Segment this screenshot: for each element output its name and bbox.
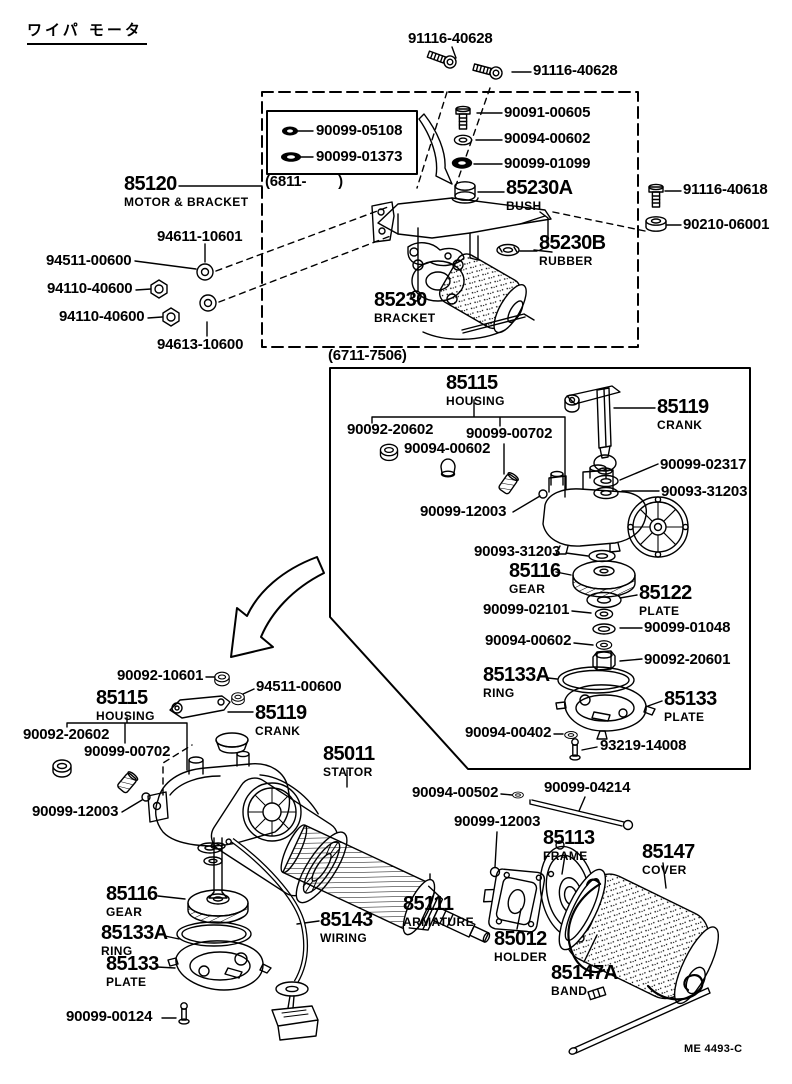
part-label-90094-00502: 90094-00502 [412,784,499,801]
bolt-icon-90091-00605 [455,105,471,130]
part-label-90094-00602-mid2: 90094-00602 [485,632,572,649]
part-label-94110-40600-2: 94110-40600 [59,308,145,325]
part-label-90094-00602-top: 90094-00602 [504,130,591,147]
part-label-90094-00402: 90094-00402 [465,724,552,741]
construction-dashed-lines [162,87,646,796]
part-label-94110-40600-1: 94110-40600 [47,280,133,297]
bush-icon-85230A [451,181,479,204]
leader-lines-top [134,46,682,337]
nut-icon-90210-06001 [645,216,667,232]
nut-icon-94110-40600-2 [162,307,180,327]
range-label-6811: (6811- ) [265,173,343,190]
part-label-90093-31203-2: 90093-31203 [474,543,561,560]
part-label-90099-01099: 90099-01099 [504,155,591,172]
wiring-drawing [230,837,319,1041]
rubber-icon-85230B [496,243,520,257]
part-label-90099-12003-mid: 90099-12003 [420,503,507,520]
part-label-94613-10600: 94613-10600 [157,336,244,353]
part-label-94511-00600-bot: 94511-00600 [256,678,342,695]
part-label-90092-10601: 90092-10601 [117,667,204,684]
part-label-90099-00702-mid: 90099-00702 [466,425,553,442]
part-label-90210-06001: 90210-06001 [683,216,770,233]
page-title: ワイパ モータ [27,20,147,45]
part-label-90099-01048: 90099-01048 [644,619,731,636]
part-label-90099-01373: 90099-01373 [316,148,403,165]
top-dashed-box [261,91,639,348]
part-label-91116-40628-1: 91116-40628 [408,30,493,47]
leader-lines-middle [371,399,663,751]
part-label-90099-12003-bot2: 90099-12003 [454,813,541,830]
nut-icon-94110-40600-1 [150,279,168,299]
diagram-code: ME 4493-C [684,1043,743,1055]
part-label-94611-10601: 94611-10601 [157,228,243,245]
part-label-94511-00600-top: 94511-00600 [46,252,132,269]
part-label-90099-12003-bot1: 90099-12003 [32,803,119,820]
part-label-90099-02317: 90099-02317 [660,456,747,473]
holder-drawing [482,868,546,933]
washer-icon-90094-00602-top [453,134,473,146]
motor-bracket-drawing [371,197,553,340]
part-label-91116-40628-2: 91116-40628 [533,62,618,79]
part-label-90092-20602-mid: 90092-20602 [347,421,434,438]
washer-icon-90099-01373 [281,152,301,162]
part-label-90099-00124: 90099-00124 [66,1008,153,1025]
bolt-icon-91116-40628-2 [471,60,505,82]
armature-drawing [280,824,491,943]
part-label-90099-00702-bot: 90099-00702 [84,743,171,760]
washer-icon-90099-05108 [282,126,298,136]
part-label-90099-02101: 90099-02101 [483,601,570,618]
bolt-icon-91116-40618 [648,183,664,208]
lower-housing-drawing [52,671,302,1025]
small-hardware-bottom [489,791,634,878]
part-label-93219-14008: 93219-14008 [600,737,687,754]
part-label-90091-00605: 90091-00605 [504,104,591,121]
washer-icon-90099-01099 [451,157,473,169]
big-curved-arrow [230,556,325,658]
part-label-90092-20601: 90092-20601 [644,651,731,668]
long-rod-drawing [568,987,711,1055]
range-label-6711-7506: (6711-7506) [328,347,407,364]
inset-arrow [418,113,453,185]
part-label-90099-05108: 90099-05108 [316,122,403,139]
washer-icon-94611-10601 [196,263,214,281]
part-label-90099-04214: 90099-04214 [544,779,631,796]
gear-assembly-drawing [379,385,689,761]
part-label-90093-31203-1: 90093-31203 [661,483,748,500]
part-label-91116-40618: 91116-40618 [683,181,768,198]
band-drawing [567,878,704,1001]
middle-solid-box [329,367,751,770]
part-label-90092-20602-bot: 90092-20602 [23,726,110,743]
washer-icon-94613-10600 [199,294,217,312]
part-label-90094-00602-mid: 90094-00602 [404,440,491,457]
